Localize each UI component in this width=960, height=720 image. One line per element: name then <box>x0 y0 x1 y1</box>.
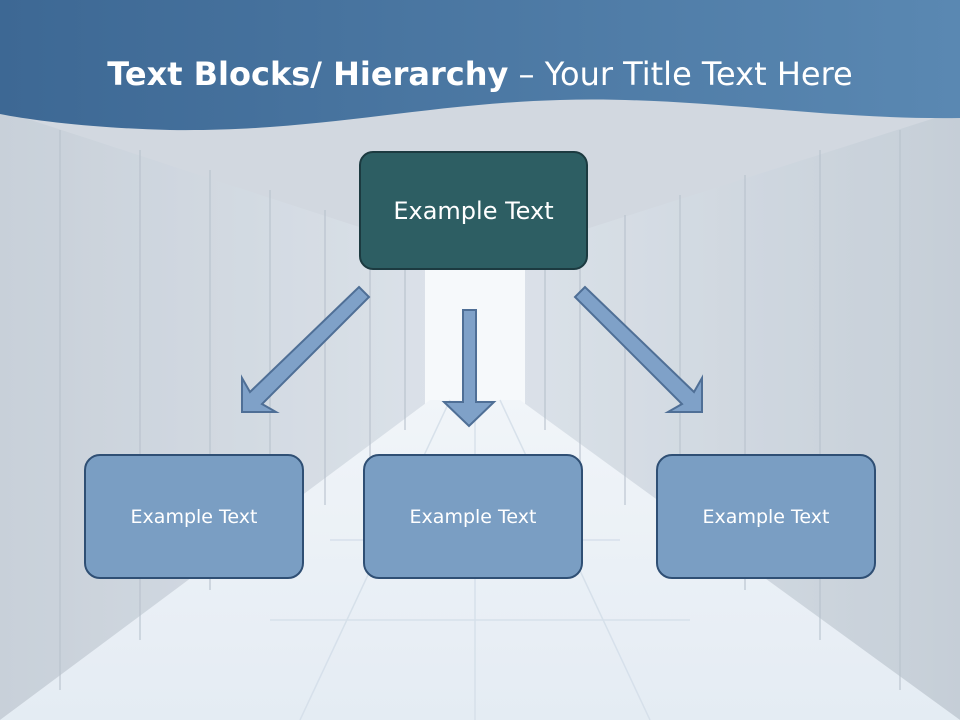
hierarchy-child-box-right: Example Text <box>656 454 876 579</box>
hierarchy-child-box-left: Example Text <box>84 454 304 579</box>
title-bold-part: Text Blocks/ Hierarchy <box>107 55 509 93</box>
hierarchy-child-label: Example Text <box>130 505 258 528</box>
slide-title: Text Blocks/ Hierarchy – Your Title Text… <box>0 52 960 96</box>
title-rest-part: – Your Title Text Here <box>508 55 853 93</box>
hierarchy-child-label: Example Text <box>409 505 537 528</box>
hierarchy-top-box: Example Text <box>359 151 588 270</box>
hierarchy-child-label: Example Text <box>702 505 830 528</box>
hierarchy-top-label: Example Text <box>393 196 554 225</box>
hierarchy-child-box-center: Example Text <box>363 454 583 579</box>
